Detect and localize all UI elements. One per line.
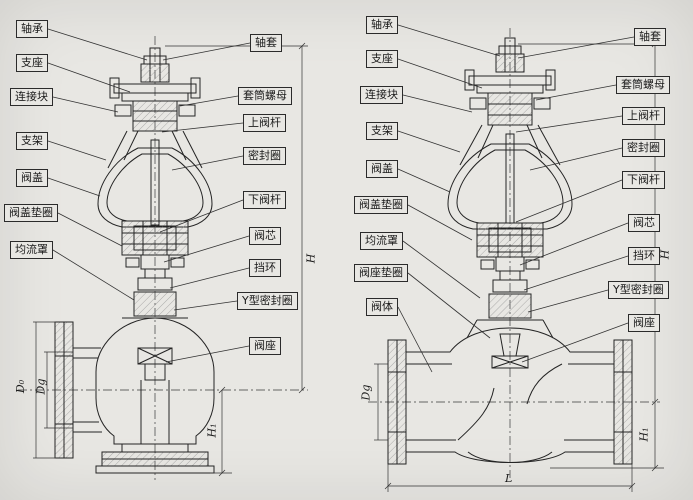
part-label: 阀盖	[16, 169, 48, 187]
part-label: 连接块	[10, 88, 53, 106]
part-label: 阀芯	[628, 214, 660, 232]
part-label: 轴套	[634, 28, 666, 46]
part-label: 连接块	[360, 86, 403, 104]
dimension-label-d0-left: D₀	[14, 379, 28, 394]
part-label: 阀盖垫圈	[4, 204, 58, 222]
part-label: 支架	[16, 132, 48, 150]
dimension-label-l-right: L	[505, 472, 513, 485]
left-valve-dimension-lines	[33, 42, 308, 477]
part-label: 密封圈	[622, 139, 665, 157]
part-label: Y型密封圈	[237, 292, 298, 310]
dimension-label-dg-right: Dg	[359, 384, 373, 401]
part-label: 阀芯	[249, 227, 281, 245]
part-label: 下阀杆	[622, 171, 665, 189]
part-label: 上阀杆	[243, 114, 286, 132]
dimension-label-dg-left: Dg	[34, 378, 48, 395]
right-valve-leader-lines	[397, 24, 635, 373]
part-label: 轴套	[250, 34, 282, 52]
part-label: 上阀杆	[622, 107, 665, 125]
dimension-label-h-right: H	[658, 249, 672, 260]
part-label: 均流罩	[360, 232, 403, 250]
part-label: 阀盖	[366, 160, 398, 178]
part-label: 支座	[366, 50, 398, 68]
part-label: 挡环	[249, 259, 281, 277]
part-label: 轴承	[16, 20, 48, 38]
part-label: 套筒螺母	[616, 76, 670, 94]
part-label: 轴承	[366, 16, 398, 34]
part-label: 阀体	[366, 298, 398, 316]
part-label: 阀座	[249, 337, 281, 355]
part-label: 阀座垫圈	[354, 264, 408, 282]
part-label: 下阀杆	[243, 191, 286, 209]
right-valve-drawing	[368, 28, 660, 478]
part-label: 挡环	[628, 247, 660, 265]
part-label: 套筒螺母	[238, 87, 292, 105]
part-label: 支座	[16, 54, 48, 72]
dimension-label-h1-right: H₁	[637, 427, 651, 442]
part-label: Y型密封圈	[608, 281, 669, 299]
part-label: 阀座	[628, 314, 660, 332]
part-label: 均流罩	[10, 241, 53, 259]
part-label: 阀盖垫圈	[354, 196, 408, 214]
dimension-label-h-left: H	[304, 253, 318, 264]
dimension-label-h1-left: H₁	[205, 423, 219, 438]
part-label: 支架	[366, 122, 398, 140]
left-valve-drawing	[18, 36, 308, 480]
part-label: 密封圈	[243, 147, 286, 165]
